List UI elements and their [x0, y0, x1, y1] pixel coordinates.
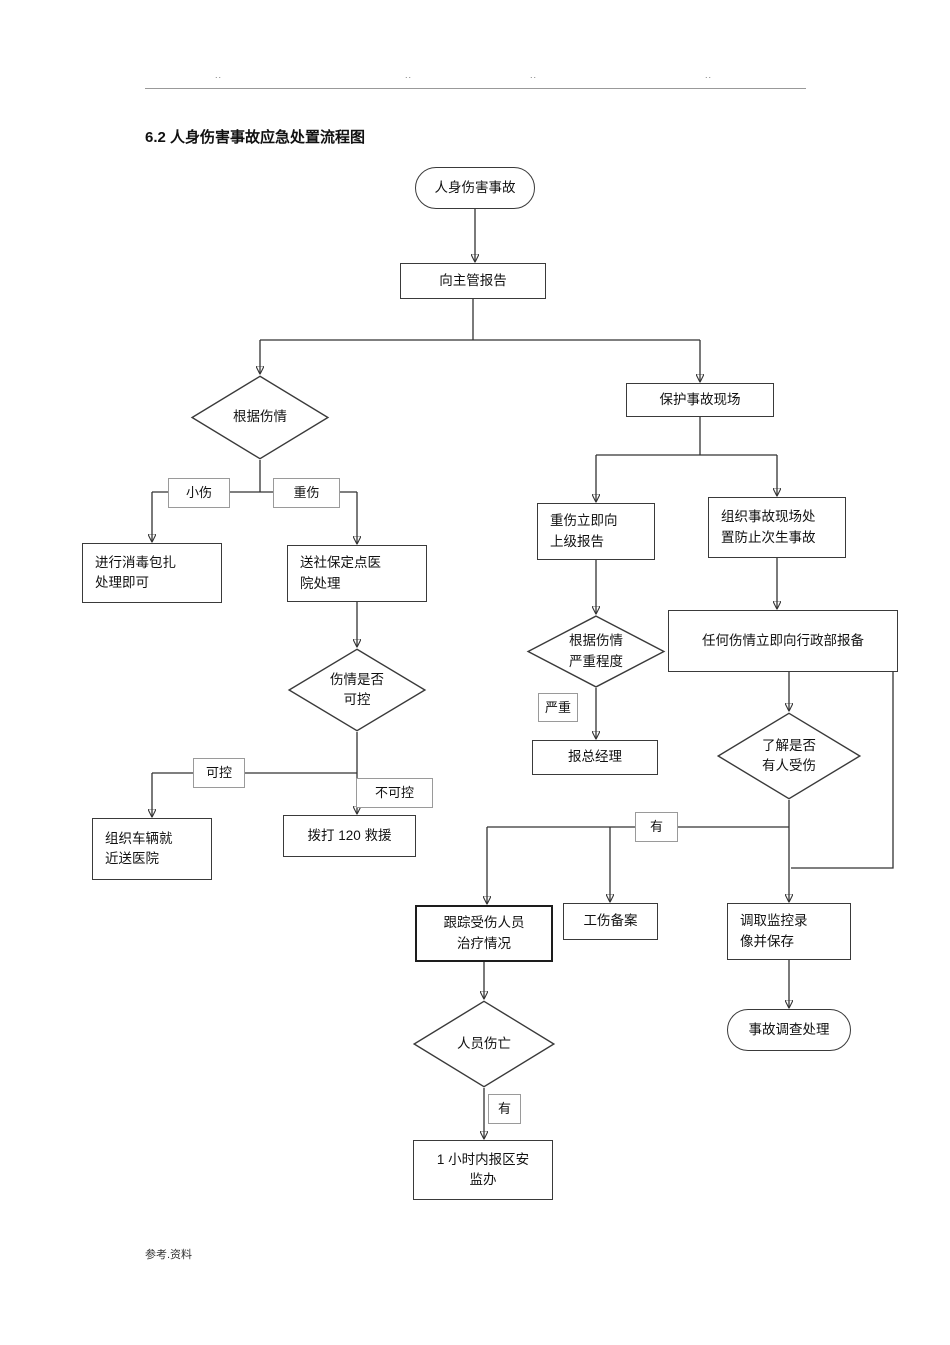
- yes-tag-injured: 有: [635, 812, 678, 842]
- start-node-label: 人身伤害事故: [434, 179, 516, 195]
- controllable-tag: 可控: [193, 758, 245, 788]
- connector-lines: [152, 209, 894, 1138]
- decision-anyone-injured: 了解是否 有人受伤: [716, 712, 862, 800]
- designated-hospital-label: 送社保定点医 院处理: [300, 555, 381, 591]
- report-superior-node: 重伤立即向 上级报告: [537, 503, 655, 560]
- start-node: 人身伤害事故: [415, 167, 535, 209]
- diamond-shape: [287, 648, 427, 732]
- prevent-secondary-node: 组织事故现场处 置防止次生事故: [708, 497, 846, 558]
- controllable-label: 可控: [205, 765, 232, 781]
- report-supervisor-label: 向主管报告: [439, 272, 507, 288]
- call-120-label: 拨打 120 救援: [307, 827, 392, 843]
- footer-note: 参考.资料: [145, 1249, 193, 1261]
- decision-anyone-injured-label: 了解是否 有人受伤: [762, 737, 816, 773]
- severe-label: 严重: [544, 699, 571, 715]
- diamond-shape: [716, 712, 862, 800]
- protect-scene-node: 保护事故现场: [626, 383, 774, 417]
- decision-severity: 根据伤情 严重程度: [526, 615, 666, 688]
- decision-severity-label: 根据伤情 严重程度: [569, 633, 623, 669]
- serious-injury-label: 重伤: [293, 485, 320, 501]
- diamond-shape: [190, 375, 330, 460]
- decision-casualty-label: 人员伤亡: [457, 1035, 511, 1051]
- minor-injury-label: 小伤: [185, 485, 212, 501]
- uncontrollable-label: 不可控: [374, 785, 414, 801]
- header-dots: ..: [705, 70, 713, 80]
- yes-injured-label: 有: [649, 819, 663, 835]
- report-district-node: 1 小时内报区安 监办: [413, 1140, 553, 1200]
- yes-casualty-label: 有: [497, 1101, 511, 1117]
- minor-injury-tag: 小伤: [168, 478, 230, 508]
- decision-injury-controllable: 伤情是否 可控: [287, 648, 427, 732]
- disinfect-node: 进行消毒包扎 处理即可: [82, 543, 222, 603]
- decision-casualty: 人员伤亡: [412, 1000, 556, 1088]
- designated-hospital-node: 送社保定点医 院处理: [287, 545, 427, 602]
- work-injury-filing-node: 工伤备案: [563, 903, 658, 940]
- yes-tag-casualty: 有: [488, 1094, 521, 1124]
- vehicle-to-hospital-label: 组织车辆就 近送医院: [105, 830, 173, 866]
- track-treatment-node: 跟踪受伤人员 治疗情况: [415, 905, 553, 962]
- severe-tag: 严重: [538, 693, 578, 722]
- investigation-node: 事故调查处理: [727, 1009, 851, 1051]
- call-120-node: 拨打 120 救援: [283, 815, 416, 857]
- investigation-label: 事故调查处理: [748, 1021, 830, 1037]
- page-title: 6.2 人身伤害事故应急处置流程图: [145, 129, 366, 146]
- serious-injury-tag: 重伤: [273, 478, 340, 508]
- track-treatment-label: 跟踪受伤人员 治疗情况: [443, 915, 525, 951]
- report-admin-label: 任何伤情立即向行政部报备: [702, 632, 864, 648]
- retrieve-video-label: 调取监控录 像并保存: [740, 913, 808, 949]
- report-admin-node: 任何伤情立即向行政部报备: [668, 610, 898, 672]
- diamond-shape: [412, 1000, 556, 1088]
- retrieve-video-node: 调取监控录 像并保存: [727, 903, 851, 960]
- report-supervisor-node: 向主管报告: [400, 263, 546, 299]
- report-gm-node: 报总经理: [532, 740, 658, 775]
- disinfect-label: 进行消毒包扎 处理即可: [95, 554, 176, 590]
- header-dots: ..: [405, 70, 413, 80]
- work-injury-filing-label: 工伤备案: [583, 913, 638, 929]
- vehicle-to-hospital-node: 组织车辆就 近送医院: [92, 818, 212, 880]
- decision-injury-controllable-label: 伤情是否 可控: [330, 671, 384, 707]
- header-dots: ..: [530, 70, 538, 80]
- report-superior-label: 重伤立即向 上级报告: [550, 513, 618, 549]
- decision-by-injury: 根据伤情: [190, 375, 330, 460]
- report-district-label: 1 小时内报区安 监办: [436, 1151, 530, 1187]
- prevent-secondary-label: 组织事故现场处 置防止次生事故: [721, 509, 816, 545]
- header-dots: ..: [215, 70, 223, 80]
- header-rule: [145, 88, 806, 89]
- uncontrollable-tag: 不可控: [356, 778, 433, 808]
- report-gm-label: 报总经理: [568, 749, 622, 765]
- connector-line: [791, 672, 894, 869]
- diamond-shape: [526, 615, 666, 688]
- protect-scene-label: 保护事故现场: [659, 391, 741, 407]
- decision-by-injury-label: 根据伤情: [233, 409, 287, 425]
